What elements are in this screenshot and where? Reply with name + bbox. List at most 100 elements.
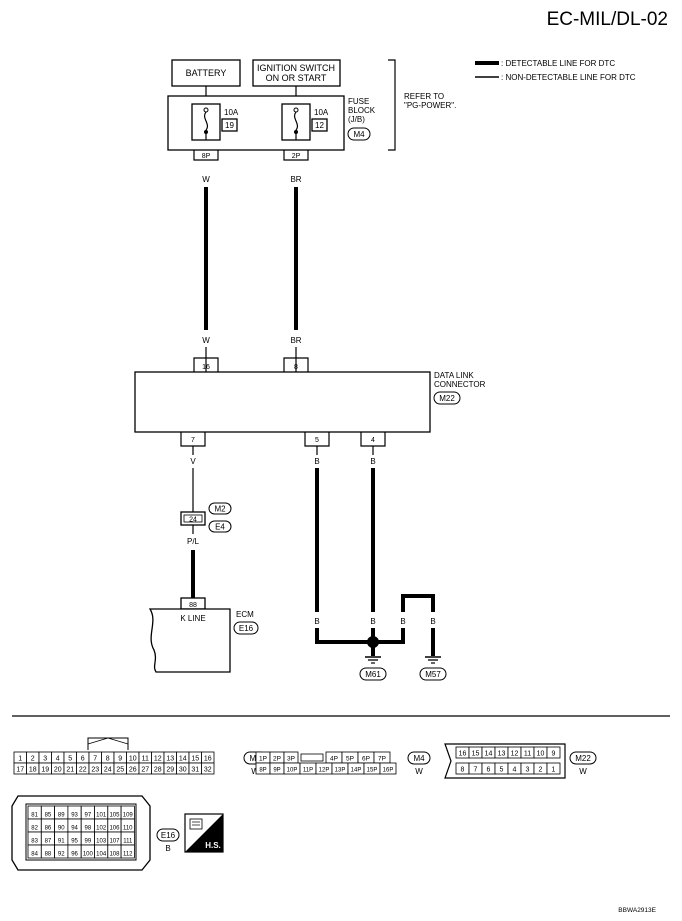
connector-pin-number: 1 [552,767,556,774]
battery-label: BATTERY [186,68,227,78]
ecm-kline-label: K LINE [180,614,205,623]
ground-icon [425,656,441,664]
connector-pin-number: 18 [29,767,37,774]
wire-label-pl: P/L [187,537,200,546]
dlc-pin-4: 4 [371,437,375,444]
connector-pin-number: 107 [109,839,120,845]
connector-pin-number: 2P [273,756,281,763]
wire-label-b-2: B [370,457,375,466]
wire-label-v: V [190,457,196,466]
connector-pin-number: 103 [96,839,107,845]
wire-label-b-5: B [400,617,405,626]
connector-pin-number: 10 [129,756,137,763]
connector-pin-number: 15P [367,768,378,774]
wire-label-w-bottom: W [202,336,210,345]
connector-pin-number: 8P [259,768,266,774]
connector-pin-number: 90 [58,826,65,832]
legend: : DETECTABLE LINE FOR DTC : NON-DETECTAB… [475,59,636,82]
connector-pin-number: 9P [273,768,280,774]
connector-pin-number: 4P [330,756,338,763]
connector-pin-number: 29 [166,767,174,774]
fuse-block-label-1: FUSE [348,97,369,106]
connector-pin-number: 26 [129,767,137,774]
connector-pin-number: 99 [85,839,92,845]
connector-m2-color: W [251,767,259,776]
connector-pin-number: 93 [71,813,78,819]
ecm-connector: E16 [239,624,254,633]
connector-pin-number: 101 [96,813,107,819]
dlc-pin-16: 16 [202,364,210,371]
connector-pin-number: 95 [71,839,78,845]
dlc-label-2: CONNECTOR [434,380,486,389]
connector-pin-number: 110 [123,826,133,832]
connector-e16-name: E16 [161,831,176,840]
joint-pin: 24 [189,517,197,524]
connector-pin-number: 102 [96,826,107,832]
connector-pin-number: 15 [191,756,199,763]
connector-pin-number: 88 [45,852,52,858]
connector-pin-number: 91 [58,839,65,845]
connector-pin-number: 16 [204,756,212,763]
connector-pin-number: 5P [346,756,354,763]
connector-pin-number: 6 [81,756,85,763]
connector-pin-number: 84 [31,852,38,858]
connector-pin-number: 27 [141,767,149,774]
connector-pin-number: 32 [204,767,212,774]
wire-label-br-top: BR [290,175,301,184]
dlc-connector: M22 [439,394,455,403]
connector-m4-color: W [415,767,423,776]
ground-m57: M57 [425,670,441,679]
fuse2-number: 12 [315,121,324,130]
connector-pin-number: 9 [118,756,122,763]
connector-pin-number: 94 [71,826,78,832]
wire-label-w-top: W [202,175,210,184]
connector-pin-number: 81 [31,813,38,819]
connector-pin-number: 2 [539,767,543,774]
legend-detectable: : DETECTABLE LINE FOR DTC [501,59,615,68]
connector-pin-number: 10 [537,751,545,758]
connector-pin-number: 25 [116,767,124,774]
connector-pin-number: 1 [18,756,22,763]
wire-label-b-6: B [430,617,435,626]
connector-pin-number: 21 [66,767,74,774]
connector-pin-number: 13P [335,768,346,774]
connector-pin-number: 10P [287,768,298,774]
connector-pin-number: 9 [552,751,556,758]
connector-pin-number: 12P [319,768,330,774]
ecm-label: ECM [236,610,254,619]
connector-pin-number: 82 [31,826,38,832]
connector-pin-number: 97 [85,813,92,819]
wire-label-b-3: B [314,617,319,626]
ground-icon [365,656,381,664]
connector-e16-color: B [165,844,170,853]
dlc-label-1: DATA LINK [434,371,474,380]
connector-pin-number: 100 [83,852,94,858]
wire-b-m57 [401,594,435,612]
connector-pin-number: 16 [459,751,467,758]
refer-line-2: "PG-POWER". [404,101,456,110]
connector-pin-number: 6P [362,756,370,763]
connector-pin-number: 30 [179,767,187,774]
connector-pin-number: 6 [487,767,491,774]
connector-pin-number: 20 [54,767,62,774]
ignition-label-1: IGNITION SWITCH [257,63,335,73]
connector-pin-number: 86 [45,826,52,832]
connector-pin-number: 4 [56,756,60,763]
connector-m4-name: M4 [413,754,425,763]
connector-pin-number: 83 [31,839,38,845]
connector-pin-number: 12 [154,756,162,763]
ground-m61: M61 [365,670,381,679]
connector-pin-number: 89 [58,813,65,819]
joint-conn-e4: E4 [215,523,225,532]
connector-pin-number: 111 [123,839,133,845]
legend-non-detectable: : NON-DETECTABLE LINE FOR DTC [501,73,636,82]
connector-m22-color: W [579,767,587,776]
dlc-pin-7: 7 [191,437,195,444]
connector-pin-number: 104 [96,852,107,858]
connector-pin-number: 3 [526,767,530,774]
wire-label-b-1: B [314,457,319,466]
connector-pin-number: 1P [259,756,267,763]
